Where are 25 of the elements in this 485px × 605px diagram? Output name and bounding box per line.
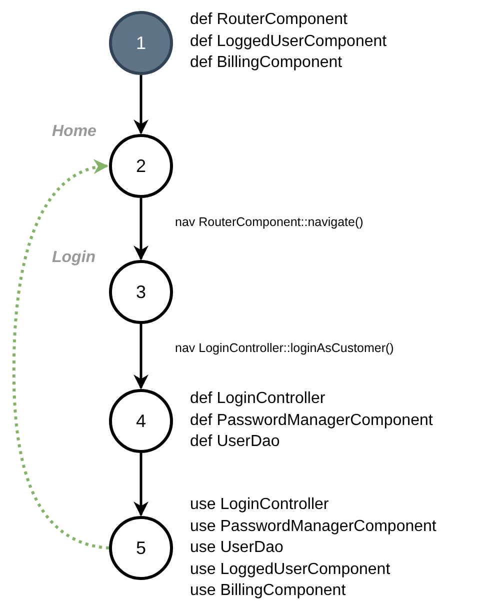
component-note: use BillingComponent	[190, 581, 347, 601]
component-note: def LoginController	[190, 389, 326, 409]
component-note: use PasswordManagerComponent	[190, 516, 436, 536]
component-note: use LoginController	[190, 495, 330, 515]
arrow	[134, 324, 148, 390]
component-note: use UserDao	[190, 538, 284, 558]
arrow	[134, 453, 148, 516]
component-note: def UserDao	[190, 432, 281, 452]
state-label: Home	[52, 122, 96, 142]
node-number: 2	[136, 154, 146, 178]
node-number: 3	[136, 280, 146, 304]
component-note: def RouterComponent	[190, 10, 348, 30]
edge-label: nav LoginController::loginAsCustomer()	[175, 340, 394, 356]
arrow	[134, 75, 148, 134]
node-number: 1	[136, 32, 146, 54]
dotted-arrow	[12, 160, 110, 550]
component-note: use LoggedUserComponent	[190, 560, 392, 580]
node-number: 4	[136, 410, 146, 432]
arrow	[134, 198, 148, 260]
node-number: 5	[136, 536, 146, 560]
component-note: def BillingComponent	[190, 53, 344, 73]
component-note: def PasswordManagerComponent	[190, 410, 433, 430]
state-label: Login	[52, 248, 96, 268]
component-note: def LoggedUserComponent	[190, 32, 387, 52]
edge-label: nav RouterComponent::navigate()	[175, 214, 364, 230]
